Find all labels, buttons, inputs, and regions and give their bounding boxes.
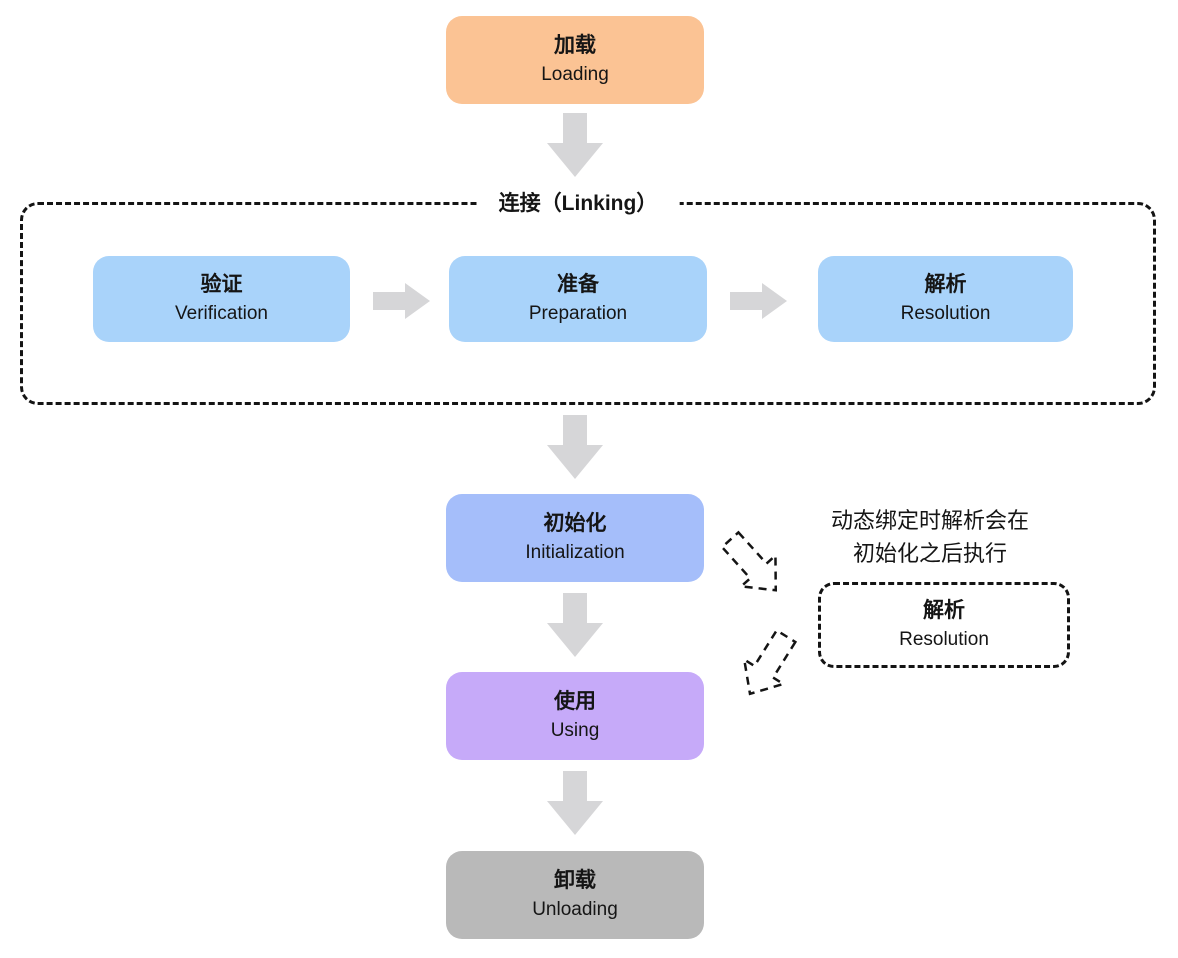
arrow-down-icon [547, 771, 603, 835]
arrow-down-icon [547, 593, 603, 657]
node-using: 使用 Using [446, 672, 704, 760]
linking-group-label: 连接（Linking） [476, 187, 680, 221]
node-preparation-label-en: Preparation [528, 303, 628, 325]
node-initialization: 初始化 Initialization [446, 494, 704, 582]
dashed-arrow-down-right-icon [720, 530, 778, 592]
node-preparation: 准备 Preparation [449, 256, 707, 342]
linking-group: 连接（Linking） 验证 Verification 准备 Preparati… [20, 187, 1156, 405]
node-using-label-en: Using [550, 720, 600, 742]
node-resolution-note: 解析 Resolution [818, 582, 1070, 668]
node-initialization-label-zh: 初始化 [543, 512, 607, 535]
node-unloading-label-en: Unloading [532, 899, 618, 921]
node-resolution-label-zh: 解析 [924, 273, 967, 296]
node-unloading: 卸载 Unloading [446, 851, 704, 939]
node-verification-label-zh: 验证 [200, 273, 243, 296]
node-initialization-label-en: Initialization [525, 542, 625, 564]
dynamic-binding-annotation: 动态绑定时解析会在 初始化之后执行 [809, 504, 1051, 570]
arrow-right-icon [373, 283, 430, 319]
dashed-arrow-down-left-icon [742, 628, 798, 696]
node-loading-label-en: Loading [541, 64, 609, 86]
node-resolution-note-label-zh: 解析 [923, 599, 965, 622]
node-unloading-label-zh: 卸载 [554, 869, 596, 892]
node-resolution-label-en: Resolution [900, 303, 991, 325]
arrow-down-icon [547, 415, 603, 479]
arrow-right-icon [730, 283, 787, 319]
arrow-down-icon [547, 113, 603, 177]
node-loading-label-zh: 加载 [554, 34, 596, 57]
node-verification-label-en: Verification [175, 303, 268, 325]
annotation-line-2: 初始化之后执行 [852, 541, 1007, 566]
node-preparation-label-zh: 准备 [557, 273, 599, 296]
node-resolution: 解析 Resolution [818, 256, 1073, 342]
node-verification: 验证 Verification [93, 256, 350, 342]
node-loading: 加载 Loading [446, 16, 704, 104]
node-resolution-note-label-en: Resolution [899, 629, 989, 651]
annotation-line-1: 动态绑定时解析会在 [830, 508, 1029, 533]
node-using-label-zh: 使用 [554, 690, 596, 713]
